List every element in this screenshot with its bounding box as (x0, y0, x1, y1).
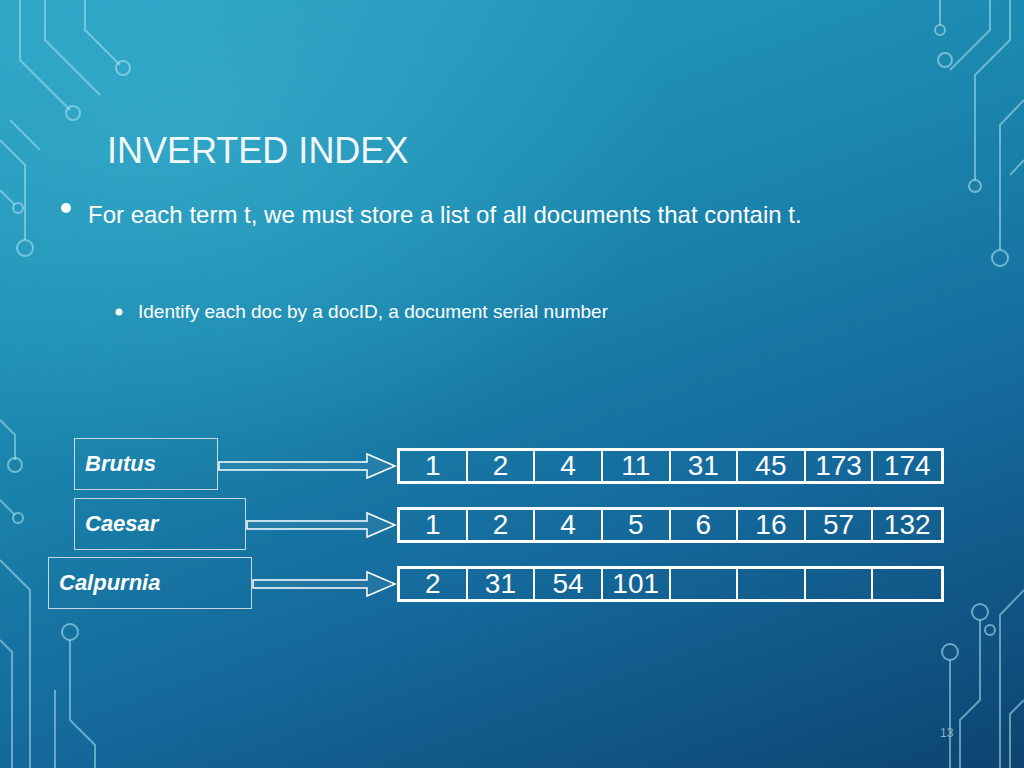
doc-id: 31 (485, 570, 516, 598)
posting-list: 1 2 4 11 31 45 173 174 (397, 448, 944, 484)
posting-cell: 132 (873, 510, 941, 540)
block-arrow (253, 572, 395, 596)
posting-cell: 1 (400, 510, 468, 540)
bullet-dot (116, 309, 123, 316)
doc-id: 16 (755, 511, 786, 539)
doc-id: 6 (696, 511, 712, 539)
posting-cell: 101 (603, 569, 671, 599)
sub-bullet-text: Identify each doc by a docID, a document… (138, 298, 938, 326)
doc-id: 45 (755, 452, 786, 480)
empty-cell (806, 569, 874, 599)
doc-id: 4 (560, 452, 576, 480)
posting-cell: 31 (468, 569, 536, 599)
doc-id: 174 (884, 452, 931, 480)
posting-cell: 2 (468, 510, 536, 540)
posting-cell: 2 (468, 451, 536, 481)
doc-id: 2 (425, 570, 441, 598)
posting-cell: 2 (400, 569, 468, 599)
doc-id: 54 (552, 570, 583, 598)
doc-id: 11 (621, 452, 650, 480)
block-arrow (247, 513, 395, 537)
doc-id: 101 (612, 570, 659, 598)
empty-cell (873, 569, 941, 599)
term-box: Calpurnia (48, 557, 252, 609)
posting-cell: 57 (806, 510, 874, 540)
posting-cell: 31 (671, 451, 739, 481)
posting-cell: 5 (603, 510, 671, 540)
doc-id: 132 (884, 511, 931, 539)
term-text: Calpurnia (59, 570, 160, 596)
posting-list: 1 2 4 5 6 16 57 132 (397, 507, 944, 543)
posting-cell: 173 (806, 451, 874, 481)
bullet-text: For each term t, we must store a list of… (88, 190, 888, 240)
doc-id: 2 (493, 452, 509, 480)
doc-id: 4 (560, 511, 576, 539)
posting-cell: 6 (671, 510, 739, 540)
empty-cell (738, 569, 806, 599)
posting-cell: 4 (535, 451, 603, 481)
posting-cell: 45 (738, 451, 806, 481)
posting-cell: 4 (535, 510, 603, 540)
doc-id: 1 (425, 452, 441, 480)
posting-list: 2 31 54 101 (397, 566, 944, 602)
doc-id: 2 (493, 511, 509, 539)
term-box: Brutus (74, 438, 218, 490)
circuit-nodes (8, 25, 1008, 660)
doc-id: 57 (823, 511, 854, 539)
term-box: Caesar (74, 498, 246, 550)
doc-id: 173 (815, 452, 862, 480)
term-text: Brutus (85, 451, 156, 477)
doc-id: 31 (688, 452, 719, 480)
posting-cell: 11 (603, 451, 671, 481)
slide-number: 13 (940, 725, 980, 741)
slide-title: INVERTED INDEX (107, 130, 408, 172)
empty-cell (671, 569, 739, 599)
block-arrow (219, 454, 395, 478)
posting-cell: 16 (738, 510, 806, 540)
posting-cell: 174 (873, 451, 941, 481)
bullet-dot (61, 203, 71, 213)
posting-cell: 54 (535, 569, 603, 599)
term-text: Caesar (85, 511, 158, 537)
doc-id: 1 (425, 511, 441, 539)
doc-id: 5 (628, 511, 644, 539)
posting-cell: 1 (400, 451, 468, 481)
